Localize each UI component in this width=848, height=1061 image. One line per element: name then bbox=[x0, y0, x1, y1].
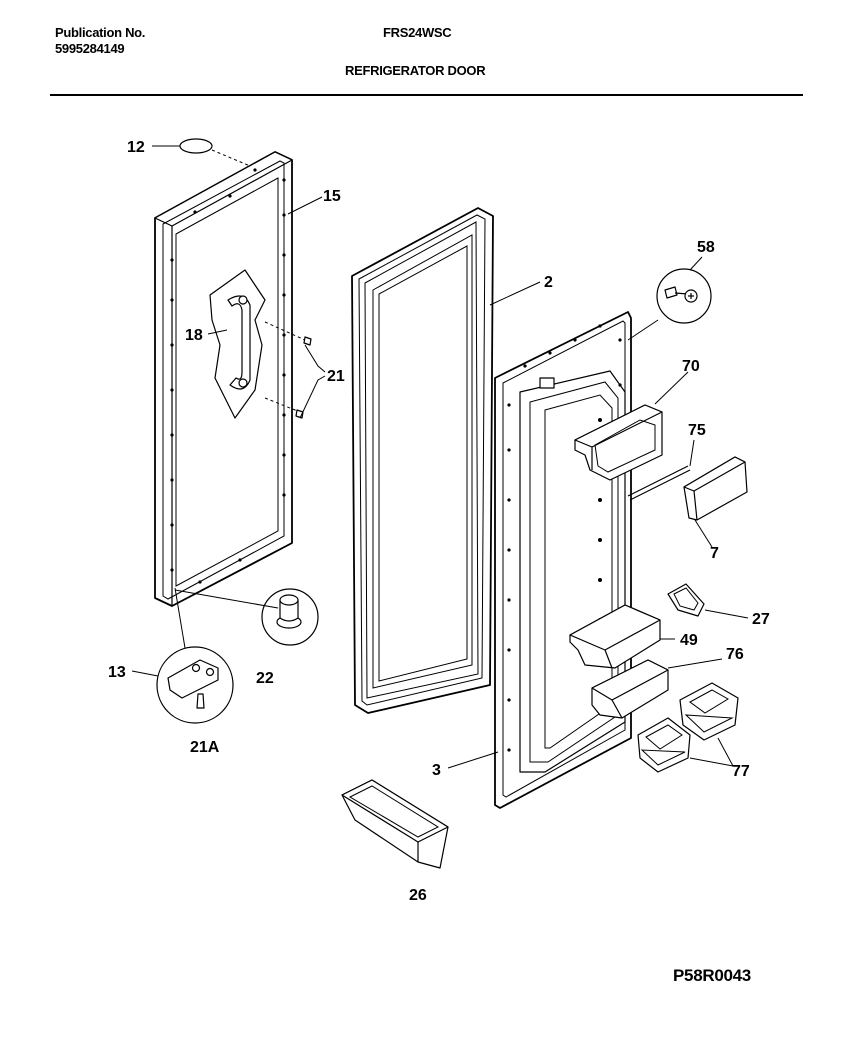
publication-number: 5995284149 bbox=[55, 41, 125, 56]
callout-70: 70 bbox=[682, 358, 700, 375]
callout-77: 77 bbox=[732, 763, 750, 780]
callout-18: 18 bbox=[185, 327, 203, 344]
callout-3: 3 bbox=[432, 762, 441, 779]
callout-leader-lines bbox=[131, 145, 749, 769]
bin-rail bbox=[627, 465, 689, 497]
publication-label: Publication No. bbox=[55, 25, 146, 40]
inner-door-liner bbox=[494, 311, 632, 809]
shelf-bracket bbox=[667, 583, 705, 617]
callout-26: 26 bbox=[409, 887, 427, 904]
callout-15: 15 bbox=[323, 188, 341, 205]
callout-21a: 21A bbox=[190, 739, 220, 756]
callout-58: 58 bbox=[697, 239, 715, 256]
door-shelf bbox=[591, 659, 669, 719]
callout-22: 22 bbox=[256, 670, 274, 687]
callout-27: 27 bbox=[752, 611, 770, 628]
door-bin-upper bbox=[574, 404, 663, 481]
door-bin-lower bbox=[569, 604, 661, 669]
bottom-bin bbox=[341, 779, 449, 869]
handle-screws bbox=[264, 321, 312, 419]
header-divider bbox=[50, 94, 803, 96]
hinge-plug bbox=[179, 138, 213, 154]
callout-21: 21 bbox=[327, 368, 345, 385]
door-handle-assembly bbox=[209, 269, 266, 419]
dairy-door-cover bbox=[683, 456, 748, 521]
callout-2: 2 bbox=[544, 274, 553, 291]
door-gasket bbox=[351, 207, 494, 714]
page-title: REFRIGERATOR DOOR bbox=[345, 63, 486, 78]
mounting-screw-detail bbox=[656, 268, 712, 324]
lower-hinge-detail bbox=[156, 646, 234, 724]
callout-75: 75 bbox=[688, 422, 706, 439]
callout-49: 49 bbox=[680, 632, 698, 649]
callout-7: 7 bbox=[710, 545, 719, 562]
model-number: FRS24WSC bbox=[383, 25, 452, 40]
condiment-cups bbox=[637, 682, 739, 773]
diagram-code: P58R0043 bbox=[673, 966, 751, 985]
callout-13: 13 bbox=[108, 664, 126, 681]
callout-12: 12 bbox=[127, 139, 145, 156]
hinge-bushing-detail bbox=[261, 588, 319, 646]
callout-76: 76 bbox=[726, 646, 744, 663]
